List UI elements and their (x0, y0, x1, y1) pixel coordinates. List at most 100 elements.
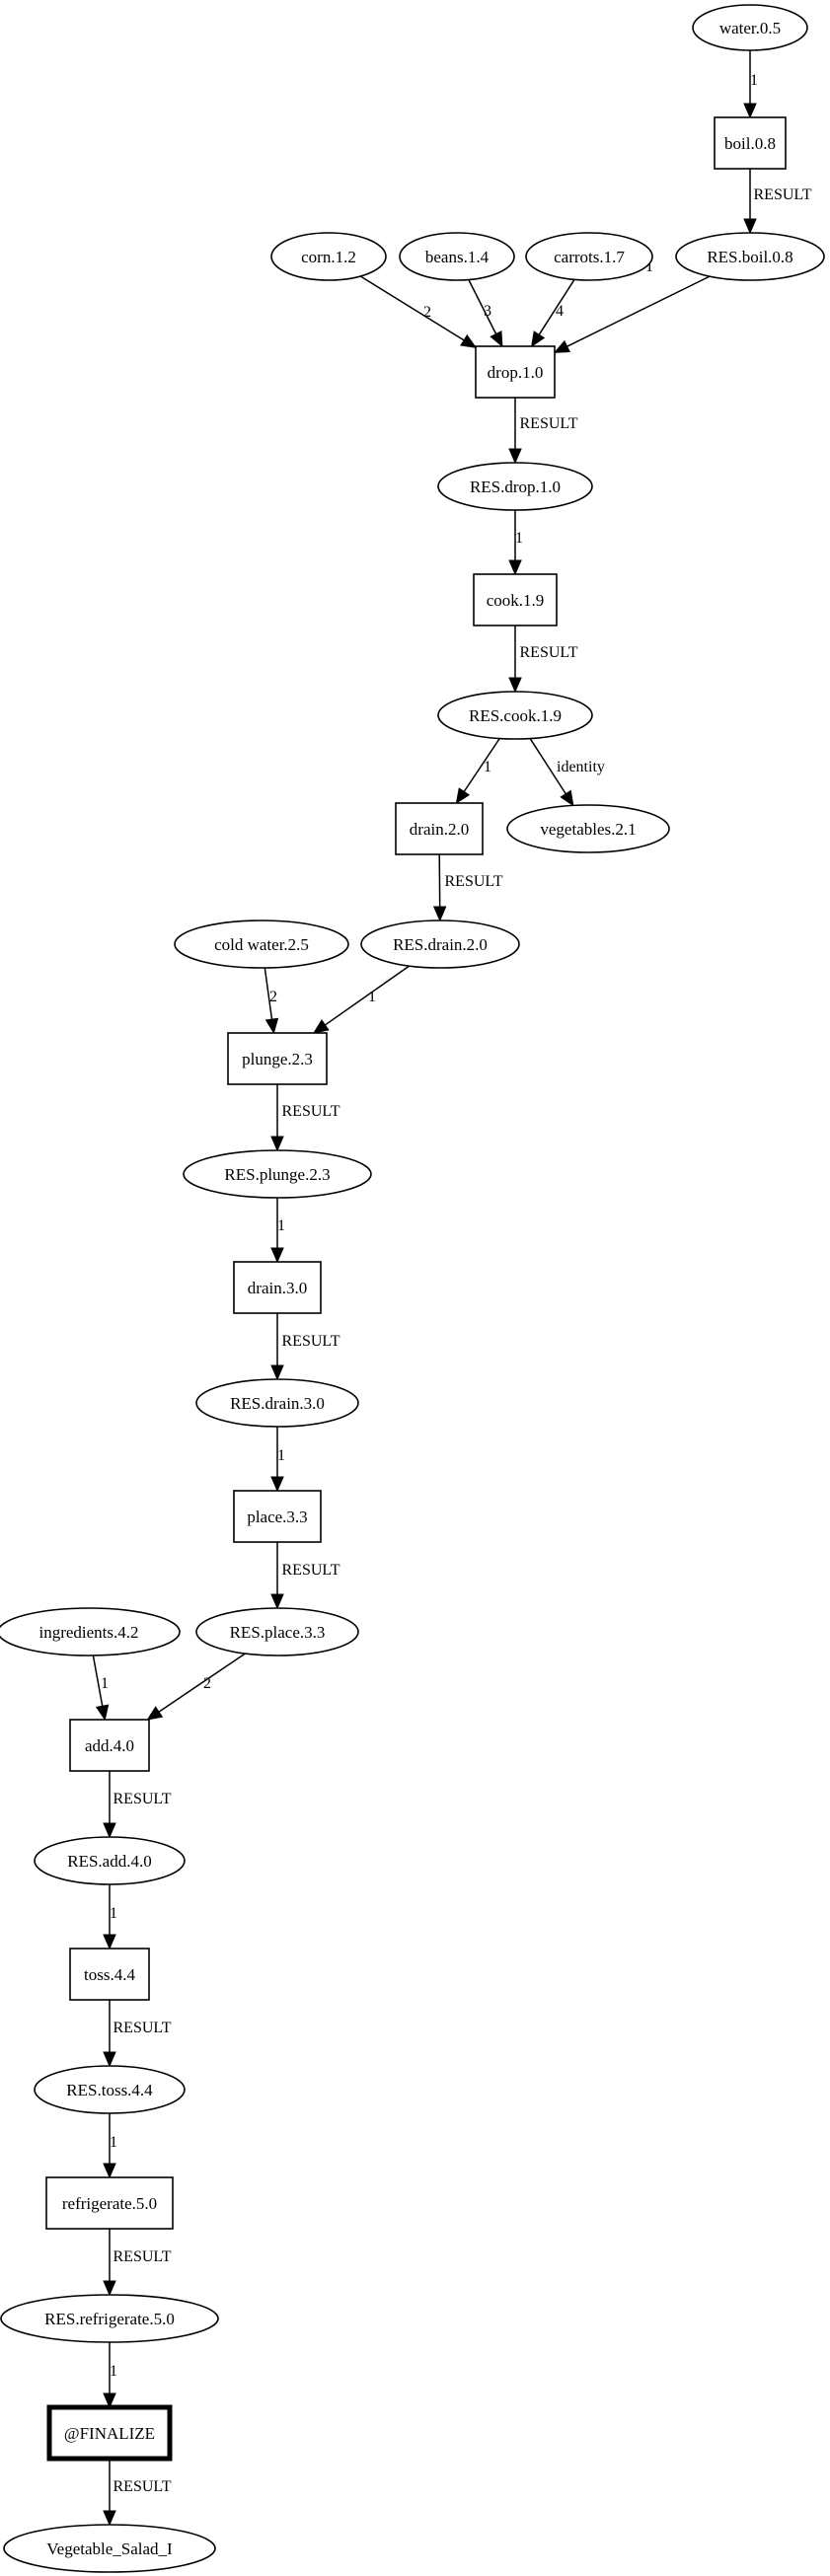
node-label: beans.1.4 (425, 248, 490, 266)
node-cook[interactable]: cook.1.9 (473, 573, 558, 626)
node-drain2[interactable]: drain.2.0 (395, 802, 484, 855)
value-ellipse (399, 232, 515, 281)
step-box (227, 1032, 328, 1085)
node-carrots[interactable]: carrots.1.7 (525, 232, 653, 281)
edge-res-drain2-to-plunge: 1 (312, 965, 411, 1034)
node-label: RES.place.3.3 (230, 1623, 326, 1642)
edge-label: RESULT (113, 2020, 172, 2036)
arrowhead (270, 1247, 284, 1264)
value-ellipse (692, 4, 808, 51)
edge-label: 2 (423, 304, 431, 321)
node-label: vegetables.2.1 (540, 820, 636, 839)
node-refrigerate[interactable]: refrigerate.5.0 (45, 2176, 174, 2230)
node-label: RES.add.4.0 (67, 1852, 151, 1871)
step-box (45, 2176, 174, 2230)
arrowhead (270, 1364, 284, 1381)
edge-label: 1 (484, 759, 491, 775)
node-res-drain2[interactable]: RES.drain.2.0 (360, 920, 520, 969)
edge-label: 1 (750, 72, 758, 89)
node-res-cook[interactable]: RES.cook.1.9 (437, 691, 593, 740)
edge-res-place-to-add: 2 (146, 1653, 246, 1721)
edge-label: 1 (110, 2134, 117, 2151)
node-res-place[interactable]: RES.place.3.3 (195, 1607, 359, 1656)
edge-label: RESULT (282, 1103, 340, 1120)
node-drop[interactable]: drop.1.0 (475, 345, 556, 399)
edge-res-add-to-toss: 1 (103, 1884, 117, 1950)
edge-line (468, 279, 497, 334)
value-ellipse (270, 232, 387, 281)
node-salad[interactable]: Vegetable_Salad_I (3, 2524, 216, 2573)
node-res-refrigerate[interactable]: RES.refrigerate.5.0 (0, 2294, 219, 2343)
edge-label: 1 (645, 258, 653, 275)
node-beans[interactable]: beans.1.4 (399, 232, 515, 281)
node-plunge[interactable]: plunge.2.3 (227, 1032, 328, 1085)
step-box (233, 1490, 322, 1543)
node-boil[interactable]: boil.0.8 (714, 116, 787, 170)
edge-label: 4 (556, 303, 564, 320)
value-ellipse (3, 2524, 216, 2573)
node-cold-water[interactable]: cold water.2.5 (174, 920, 349, 969)
edge-label: 1 (110, 2363, 117, 2380)
arrowhead (270, 1593, 284, 1610)
edge-res-refrigerate-to-finalize: 1 (103, 2342, 117, 2409)
value-ellipse (506, 804, 670, 853)
node-res-boil[interactable]: RES.boil.0.8 (675, 232, 825, 281)
node-label: add.4.0 (85, 1736, 134, 1755)
node-drain3[interactable]: drain.3.0 (233, 1261, 322, 1314)
edge-line (92, 1655, 104, 1707)
node-res-drop[interactable]: RES.drop.1.0 (437, 462, 593, 511)
node-res-add[interactable]: RES.add.4.0 (34, 1836, 186, 1885)
node-res-drain3[interactable]: RES.drain.3.0 (195, 1378, 359, 1428)
node-ingredients[interactable]: ingredients.4.2 (0, 1607, 181, 1656)
arrowhead (146, 1706, 164, 1721)
node-add[interactable]: add.4.0 (69, 1719, 150, 1772)
node-finalize[interactable]: @FINALIZE (46, 2404, 173, 2462)
node-label: ingredients.4.2 (38, 1623, 138, 1642)
node-label: place.3.3 (247, 1508, 307, 1526)
node-label: drain.3.0 (248, 1279, 307, 1297)
node-label: RES.drop.1.0 (470, 478, 561, 496)
node-corn[interactable]: corn.1.2 (270, 232, 387, 281)
arrowhead (95, 1704, 110, 1722)
arrowhead (312, 1019, 330, 1034)
edge-boil-to-res-boil: RESULT (743, 169, 812, 235)
edge-label: RESULT (282, 1562, 340, 1579)
step-box (233, 1261, 322, 1314)
edge-line (538, 278, 575, 335)
arrowhead (553, 339, 570, 353)
node-water[interactable]: water.0.5 (692, 4, 808, 51)
node-label: boil.0.8 (724, 134, 776, 153)
edge-label: 1 (277, 1217, 285, 1234)
edge-line (325, 965, 411, 1026)
arrowhead (508, 559, 522, 576)
node-label: @FINALIZE (64, 2424, 155, 2443)
node-res-plunge[interactable]: RES.plunge.2.3 (183, 1149, 372, 1199)
arrowhead (460, 333, 478, 348)
highlighted-step-box (46, 2404, 173, 2462)
value-ellipse (195, 1607, 359, 1656)
value-ellipse (34, 2065, 186, 2114)
edge-label: RESULT (282, 1333, 340, 1350)
node-place[interactable]: place.3.3 (233, 1490, 322, 1543)
arrowhead (103, 1822, 116, 1839)
node-res-toss[interactable]: RES.toss.4.4 (34, 2065, 186, 2114)
edge-refrigerate-to-res-refrigerate: RESULT (103, 2229, 172, 2297)
arrowhead (508, 677, 522, 694)
arrowhead (743, 103, 757, 119)
value-ellipse (0, 1607, 181, 1656)
node-vegetables[interactable]: vegetables.2.1 (506, 804, 670, 853)
node-label: RES.boil.0.8 (707, 248, 792, 266)
edge-line (359, 275, 465, 341)
edge-label: 1 (110, 1905, 117, 1922)
edge-label: 2 (269, 989, 277, 1005)
edge-label: 1 (515, 530, 523, 547)
edge-line (529, 738, 566, 795)
node-toss[interactable]: toss.4.4 (69, 1948, 150, 2001)
arrowhead (530, 331, 546, 348)
arrowhead (103, 2280, 116, 2297)
edge-water-to-boil: 1 (743, 50, 758, 119)
value-ellipse (183, 1149, 372, 1199)
node-label: corn.1.2 (301, 248, 356, 266)
edge-toss-to-res-toss: RESULT (103, 2000, 172, 2068)
edge-res-drain3-to-place: 1 (270, 1427, 285, 1493)
